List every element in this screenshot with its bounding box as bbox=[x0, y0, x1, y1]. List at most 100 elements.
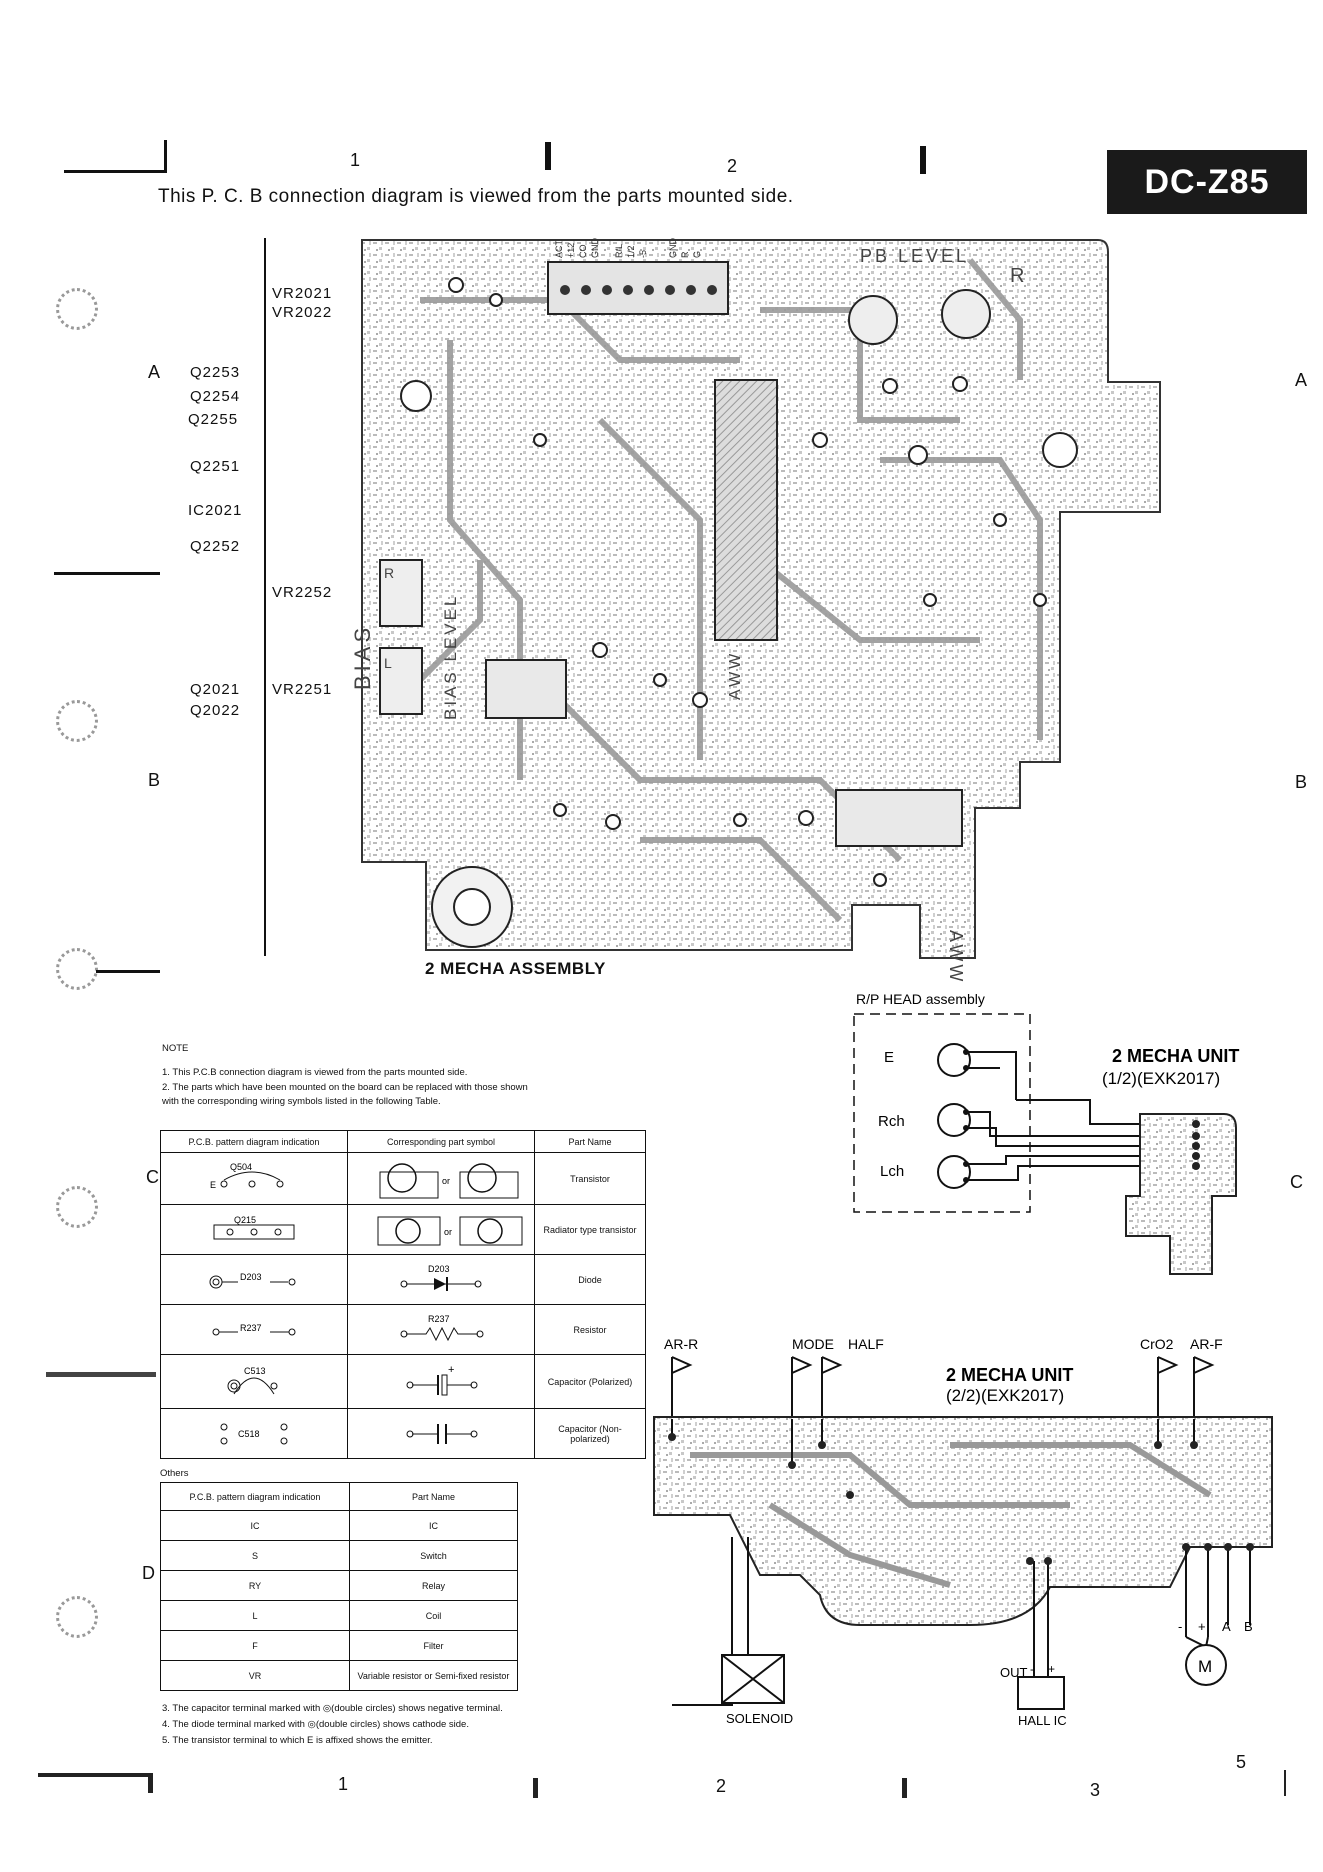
corner-bracket-left bbox=[64, 140, 167, 173]
svg-text:R237: R237 bbox=[428, 1314, 450, 1324]
motor-symbol bbox=[1185, 1644, 1227, 1686]
diode-pattern-icon: D203 bbox=[209, 1271, 296, 1288]
bias-level-label: BIAS LEVEL bbox=[441, 594, 460, 720]
motor-pin-a: A bbox=[1222, 1619, 1231, 1634]
row-label-b-right: B bbox=[1295, 772, 1308, 792]
label-vr2251: VR2251 bbox=[272, 681, 333, 698]
column-divider-tick bbox=[545, 142, 551, 170]
polarized-capacitor-symbol-icon: + bbox=[406, 1364, 478, 1395]
pb-level-label: PB LEVEL bbox=[860, 246, 969, 266]
others-table: P.C.B. pattern diagram indication Part N… bbox=[160, 1482, 518, 1691]
switch-ar-f: AR-F bbox=[1190, 1336, 1223, 1352]
rp-head-title: R/P HEAD assembly bbox=[856, 991, 985, 1007]
column-divider-tick bbox=[902, 1778, 907, 1798]
page-number: 5 bbox=[1236, 1752, 1247, 1772]
rp-head-boundary bbox=[853, 1013, 1031, 1213]
label-q2022: Q2022 bbox=[190, 702, 241, 719]
mecha-unit-2-line2: (2/2)(EXK2017) bbox=[946, 1386, 1064, 1405]
row-label-c-right: C bbox=[1290, 1172, 1303, 1192]
switch-cro2: CrO2 bbox=[1140, 1336, 1174, 1352]
footnote-5: 5. The transistor terminal to which E is… bbox=[162, 1735, 433, 1746]
table-row: D203 D203 Diode bbox=[160, 1254, 646, 1305]
rp-head-diagram: R/P HEAD assembly E Rch Lch 2 MECHA UNIT… bbox=[853, 991, 1239, 1275]
table-row: R237 R237 Resistor bbox=[160, 1304, 646, 1355]
edge-label: CO bbox=[578, 245, 588, 259]
edge-label: G bbox=[692, 251, 702, 258]
radiator-transistor-symbol-icon: or bbox=[377, 1216, 523, 1245]
svg-text:or: or bbox=[444, 1227, 452, 1237]
svg-text:E: E bbox=[210, 1180, 216, 1190]
footer-column-3: 3 bbox=[1090, 1780, 1101, 1800]
edge-label: R bbox=[680, 251, 690, 258]
punch-hole-mark bbox=[56, 288, 98, 330]
bias-label: BIAS bbox=[350, 624, 375, 690]
row-label-c: C bbox=[146, 1167, 159, 1187]
row-label-d: D bbox=[142, 1563, 155, 1583]
punch-hole-mark bbox=[56, 700, 98, 742]
board-caption: 2 MECHA ASSEMBLY bbox=[425, 959, 606, 978]
note-item-2: 2. The parts which have been mounted on … bbox=[162, 1082, 528, 1093]
motor-pin-b: B bbox=[1244, 1619, 1253, 1634]
row-label-a-right: A bbox=[1295, 370, 1308, 390]
svg-text:C518: C518 bbox=[238, 1429, 260, 1439]
polarized-capacitor-pattern-icon: C513 bbox=[227, 1366, 278, 1394]
mecha-unit-2-line1: 2 MECHA UNIT bbox=[946, 1365, 1073, 1385]
table-row: Q215 or Radiator type transistor bbox=[160, 1204, 646, 1255]
svg-text:R237: R237 bbox=[240, 1323, 262, 1333]
svg-text:+: + bbox=[448, 1364, 454, 1376]
table-header: Part Name bbox=[534, 1130, 646, 1153]
edge-connector bbox=[547, 261, 729, 315]
vr2022-pot bbox=[941, 289, 991, 339]
margin-rule bbox=[46, 1372, 156, 1377]
transistor-q2251 bbox=[400, 380, 432, 412]
edge-label: GND bbox=[590, 238, 600, 259]
table-header: Corresponding part symbol bbox=[347, 1130, 535, 1153]
capacitor-pattern-icon: C518 bbox=[220, 1423, 288, 1444]
svg-text:D203: D203 bbox=[240, 1272, 262, 1282]
resistor-pattern-icon: R237 bbox=[212, 1321, 296, 1335]
vr2251-pot bbox=[379, 647, 423, 715]
edge-label: 1/2 bbox=[626, 245, 636, 258]
radiator-transistor-pattern-icon: Q215 bbox=[213, 1215, 295, 1239]
row-label-a: A bbox=[148, 362, 161, 382]
punch-hole-mark bbox=[56, 948, 98, 990]
edge-label: R/L bbox=[614, 244, 624, 258]
rp-pin-lch: Lch bbox=[880, 1163, 904, 1180]
part-name: Transistor bbox=[534, 1152, 646, 1205]
hall-ic-label: HALL IC bbox=[1018, 1713, 1067, 1728]
motor-pin-minus: - bbox=[1178, 1619, 1182, 1634]
right-edge-tick bbox=[1284, 1770, 1286, 1796]
main-pcb-diagram: ACT +12 CO GND R/L 1/2 -5 GND R G PB LEV… bbox=[350, 238, 1161, 984]
footer-column-1: 1 bbox=[338, 1774, 349, 1794]
margin-rule bbox=[96, 970, 160, 973]
motor-label: M bbox=[1198, 1657, 1212, 1676]
page-title: This P. C. B connection diagram is viewe… bbox=[158, 186, 794, 207]
parts-symbol-table: P.C.B. pattern diagram indication Corres… bbox=[160, 1130, 646, 1459]
hall-pin-plus: + bbox=[1048, 1662, 1055, 1676]
mecha-unit-1-line2: (1/2)(EXK2017) bbox=[1102, 1069, 1220, 1088]
svg-text:Q215: Q215 bbox=[234, 1215, 256, 1225]
table-header: P.C.B. pattern diagram indication bbox=[160, 1130, 348, 1153]
corner-bracket-bottom-tick bbox=[148, 1773, 153, 1793]
mecha-unit-1-line1: 2 MECHA UNIT bbox=[1112, 1046, 1239, 1066]
part-name: Capacitor (Non-polarized) bbox=[534, 1408, 646, 1459]
label-q2021: Q2021 bbox=[190, 681, 241, 698]
rp-pin-e: E bbox=[884, 1049, 894, 1066]
mounting-hole-right bbox=[1042, 432, 1078, 468]
label-vr2022: VR2022 bbox=[272, 304, 333, 321]
note-item-1: 1. This P.C.B connection diagram is view… bbox=[162, 1067, 468, 1078]
hall-pin-minus: - bbox=[1030, 1662, 1034, 1676]
row-label-b: B bbox=[148, 770, 161, 790]
note-title: NOTE bbox=[162, 1043, 189, 1054]
punch-hole-mark bbox=[56, 1186, 98, 1228]
table-header: P.C.B. pattern diagram indication bbox=[160, 1482, 350, 1511]
edge-label: -5 bbox=[638, 250, 648, 258]
transistor-symbol-icon: or bbox=[379, 1162, 519, 1198]
